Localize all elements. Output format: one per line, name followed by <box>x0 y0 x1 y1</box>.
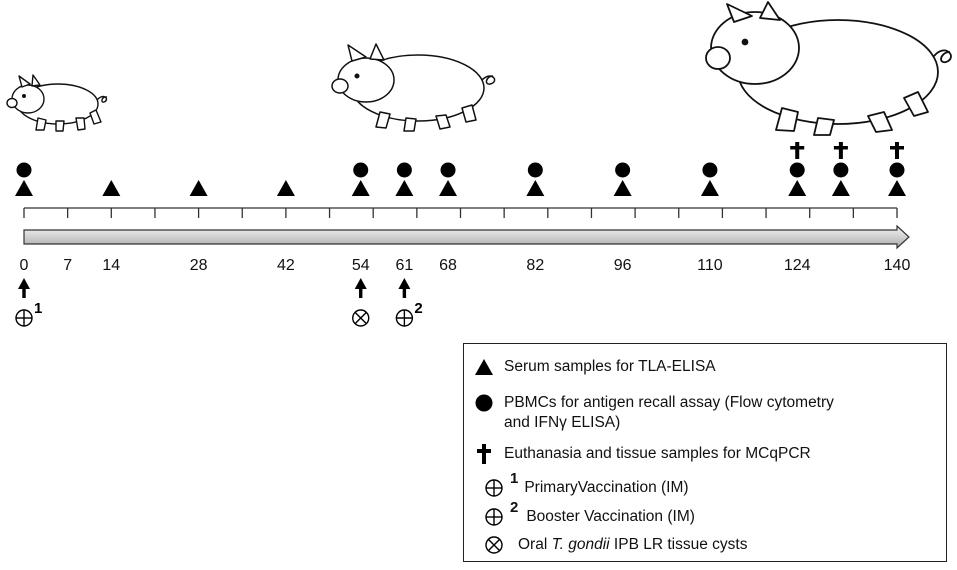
serum-sample-triangle <box>700 180 719 196</box>
legend-primary-number: 1 <box>510 470 519 487</box>
legend-pbmc-label-line1: PBMCs for antigen recall assay (Flow cyt… <box>504 394 834 411</box>
legend-item-oral: Oral T. gondii IPB LR tissue cysts <box>464 534 747 556</box>
legend-booster-number: 2 <box>510 499 519 516</box>
serum-sample-triangle <box>613 180 632 196</box>
serum-sample-triangle <box>788 180 807 196</box>
pbmc-sample-circle <box>833 162 849 178</box>
cross-icon <box>477 444 491 464</box>
circled-plus-icon <box>485 479 503 497</box>
euthanasia-cross <box>790 142 805 159</box>
serum-sample-triangle <box>189 180 208 196</box>
serum-sample-triangle <box>888 180 906 196</box>
infection-event <box>352 278 370 327</box>
pbmc-sample-circle <box>615 162 631 178</box>
day-label: 96 <box>614 257 632 274</box>
circled-x-icon <box>352 309 370 327</box>
legend-primary-label: PrimaryVaccination (IM) <box>524 479 689 496</box>
legend-oral-species: T. gondii <box>551 536 610 553</box>
legend-euthanasia-label: Euthanasia and tissue samples for MCqPCR <box>504 445 811 462</box>
legend-item-euthanasia: Euthanasia and tissue samples for MCqPCR <box>464 443 811 465</box>
timeline-arrow <box>23 224 910 250</box>
event-number: 1 <box>34 300 42 317</box>
circled-x-icon <box>485 536 503 554</box>
event-arrow-head <box>354 278 367 289</box>
vaccination-event: 2 <box>395 278 423 327</box>
day-label: 82 <box>526 257 544 274</box>
day-label: 14 <box>102 257 120 274</box>
legend-item-serum: Serum samples for TLA-ELISA <box>464 356 716 378</box>
day-label: 124 <box>784 257 811 274</box>
legend-oral-prefix: Oral <box>518 536 552 553</box>
legend-item-primary: 1 PrimaryVaccination (IM) <box>464 470 689 499</box>
circle-icon <box>475 394 493 412</box>
pbmc-sample-circle <box>789 162 805 178</box>
circled-plus-icon <box>485 508 503 526</box>
day-label: 7 <box>63 257 72 274</box>
event-arrow-head <box>18 278 30 289</box>
legend-pbmc-label-line2: and IFNγ ELISA) <box>504 414 621 431</box>
euthanasia-cross <box>890 142 904 159</box>
day-label: 28 <box>190 257 208 274</box>
day-label: 61 <box>395 257 413 274</box>
legend-box: Serum samples for TLA-ELISA PBMCs for an… <box>463 343 947 562</box>
pbmc-sample-circle <box>702 162 718 178</box>
day-label: 110 <box>697 257 723 274</box>
event-arrow-shaft <box>402 288 407 298</box>
day-label: 54 <box>352 257 370 274</box>
serum-sample-triangle <box>276 180 295 196</box>
legend-item-booster: 2 Booster Vaccination (IM) <box>464 499 695 528</box>
day-label: 140 <box>884 257 911 274</box>
day-label: 42 <box>277 257 295 274</box>
pbmc-sample-circle <box>396 162 412 178</box>
serum-sample-triangle <box>15 180 33 196</box>
serum-sample-triangle <box>102 180 121 196</box>
pbmc-sample-circle <box>440 162 456 178</box>
legend-item-pbmc: PBMCs for antigen recall assay (Flow cyt… <box>464 392 834 433</box>
legend-booster-label: Booster Vaccination (IM) <box>526 508 695 525</box>
triangle-icon <box>475 359 493 375</box>
serum-sample-triangle <box>526 180 545 196</box>
euthanasia-cross <box>833 142 848 159</box>
legend-oral-suffix: IPB LR tissue cysts <box>609 536 748 553</box>
piglet-small-icon <box>6 74 108 132</box>
serum-sample-triangle <box>395 180 414 196</box>
day-label: 0 <box>20 257 29 274</box>
event-number: 2 <box>414 300 422 317</box>
serum-sample-triangle <box>831 180 850 196</box>
serum-sample-triangle <box>439 180 458 196</box>
pig-medium-icon <box>331 43 496 132</box>
event-arrow-shaft <box>359 288 363 298</box>
pig-large-icon <box>705 1 952 136</box>
pbmc-sample-circle <box>889 162 905 178</box>
event-arrow-head <box>398 278 411 289</box>
event-arrow-shaft <box>22 288 26 298</box>
pbmc-sample-circle <box>527 162 543 178</box>
day-label: 68 <box>439 257 457 274</box>
pbmc-sample-circle <box>353 162 369 178</box>
serum-sample-triangle <box>351 180 370 196</box>
vaccination-event: 1 <box>15 278 42 327</box>
pbmc-sample-circle <box>16 162 32 178</box>
legend-serum-label: Serum samples for TLA-ELISA <box>504 358 716 375</box>
